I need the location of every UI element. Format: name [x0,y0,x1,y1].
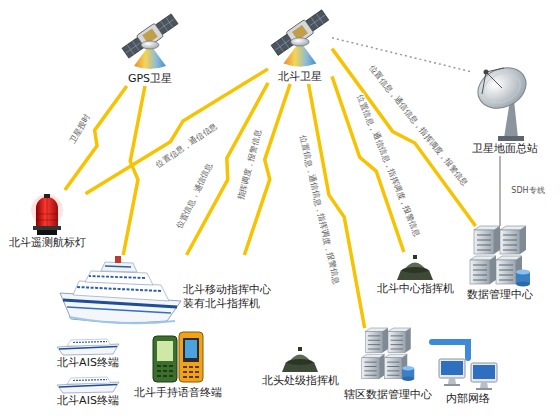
satellite-link [332,38,472,72]
icon-space [438,358,498,392]
node-text-group: 北斗遥测航标灯 [9,236,86,250]
node-text-group: 北斗手持语音终端 [134,386,222,400]
ais-ship [57,339,119,355]
icon-space [119,14,181,72]
ground-station-node: 卫星地面总站 [472,62,538,156]
link-label: 位置信息，通信信息，指挥调度，报警信息 [297,134,341,286]
link-label: 位置信息，通信信息 [174,160,215,231]
ais-terminal-node: 北斗AIS终端 [55,336,121,370]
icon-space [280,344,320,374]
satellite-node: GPS卫星 [119,14,181,86]
handheld-terminal-node: 北斗手持语音终端 [134,330,222,400]
beacon-light-node: 北斗遥测航标灯 [9,190,86,250]
node-label: 卫星地面总站 [472,142,538,156]
beidou-satellite [270,8,330,66]
icon-space [360,328,416,388]
icon-space [58,255,183,327]
icon-space [55,336,121,356]
center-command-device [397,255,433,280]
area-data-center [362,328,415,381]
node-label: 北斗移动指挥中心 装有北斗指挥机 [183,283,277,311]
icon-space [468,226,532,288]
handheld-terminal [153,332,203,382]
node-label: 北斗中心指挥机 [377,282,454,296]
command-device-node: 北头处级指挥机 [262,344,339,388]
network-bus [432,342,468,358]
icon-space [150,330,206,386]
ais-terminal-node: 北斗AIS终端 [55,374,121,408]
command-ship [60,256,181,323]
ais-ship [57,377,119,393]
node-text-group: 北头处级指挥机 [262,374,339,388]
node-text-group: 辖区数据管理中心 [344,388,432,402]
icon-space [474,62,536,142]
icon-space [268,10,332,70]
node-text-group: GPS卫星 [128,72,172,86]
internal-network [439,359,497,390]
signal-link [123,86,145,255]
link-label: 指挥调度，报警信息 [235,128,264,202]
node-label: 数据管理中心 [467,288,533,302]
link-label: SDH专线 [510,186,545,196]
node-text-group: 北斗AIS终端 [57,356,119,370]
icon-space [55,374,121,394]
beacon-light [31,194,63,235]
node-label: 北斗AIS终端 [57,394,119,408]
node-text-group: 北斗中心指挥机 [377,282,454,296]
leased-line [499,156,501,226]
node-label: 内部网络 [446,392,490,406]
node-label: 北斗AIS终端 [57,356,119,370]
ground-station [471,60,532,141]
node-text-group: 数据管理中心 [467,288,533,302]
computer-network-node: 内部网络 [438,358,498,406]
node-text-group: 北斗移动指挥中心 装有北斗指挥机 [183,283,277,311]
node-text-group: 卫星地面总站 [472,142,538,156]
node-label: GPS卫星 [128,72,172,86]
gps-satellite [121,12,179,69]
server-group-node: 辖区数据管理中心 [344,328,432,402]
link-label: 位置信息，通信信息，指挥调度，报警信息 [365,63,470,189]
node-label: 北斗遥测航标灯 [9,236,86,250]
signal-link [187,83,268,255]
link-label: 卫星授时 [67,112,93,146]
node-label: 北斗卫星 [278,70,322,84]
node-label: 北头处级指挥机 [262,374,339,388]
data-center [470,226,530,287]
local-command-device [282,347,318,372]
server-group-node: 数据管理中心 [467,226,533,302]
icon-space [30,190,64,236]
command-device-node: 北斗中心指挥机 [377,252,454,296]
node-label: 北斗手持语音终端 [134,386,222,400]
command-ship-node: 北斗移动指挥中心 装有北斗指挥机 [58,255,277,327]
icon-space [395,252,435,282]
satellite-node: 北斗卫星 [268,10,332,84]
node-text-group: 北斗AIS终端 [57,394,119,408]
node-text-group: 内部网络 [446,392,490,406]
node-label: 辖区数据管理中心 [344,388,432,402]
node-text-group: 北斗卫星 [278,70,322,84]
